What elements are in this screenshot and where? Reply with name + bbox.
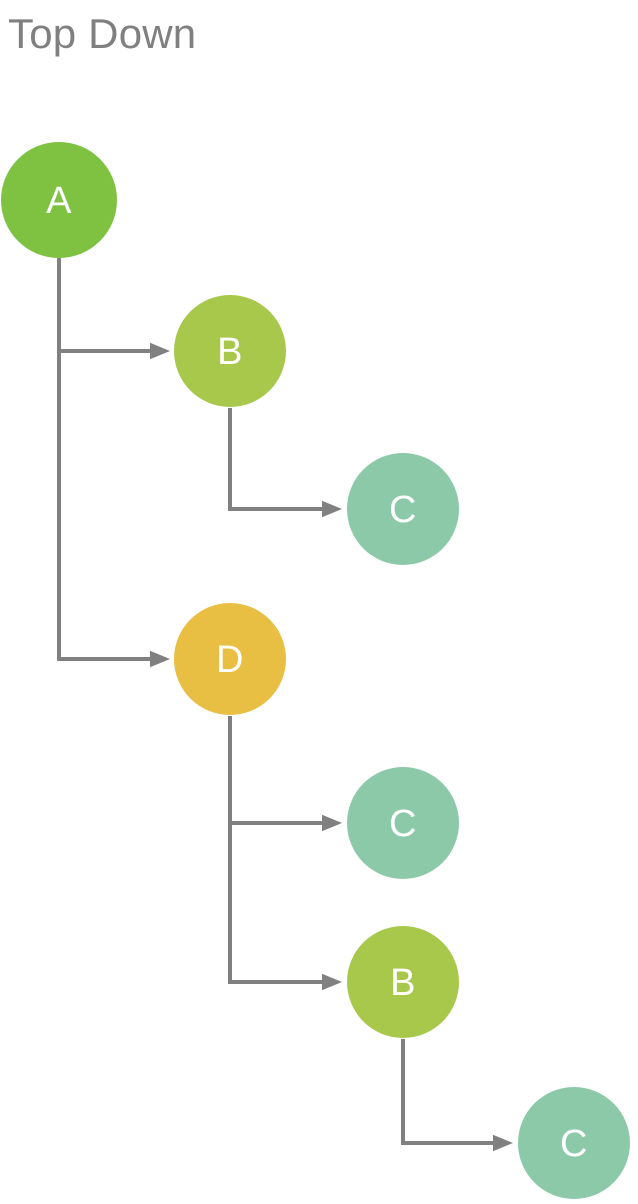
node-circle[interactable]	[347, 453, 459, 565]
node-circle[interactable]	[174, 603, 286, 715]
node-label: A	[46, 180, 72, 222]
arrow-head-icon	[150, 650, 170, 668]
node-b2[interactable]: B	[347, 926, 459, 1038]
node-label: B	[390, 962, 416, 1004]
edge-line	[228, 716, 322, 825]
node-circle[interactable]	[347, 926, 459, 1038]
node-b1[interactable]: B	[174, 295, 286, 407]
arrow-head-icon	[322, 500, 342, 518]
page-title: Top Down	[8, 10, 196, 57]
edge-layer	[57, 258, 513, 1152]
node-label: C	[389, 489, 417, 531]
node-c1[interactable]: C	[347, 453, 459, 565]
node-circle[interactable]	[174, 295, 286, 407]
edge-a-b1	[57, 258, 170, 360]
arrow-head-icon	[322, 814, 342, 832]
node-label: B	[217, 331, 243, 373]
node-label: C	[389, 803, 417, 845]
edge-b1-c1	[228, 408, 342, 518]
node-circle[interactable]	[518, 1087, 630, 1199]
edge-d1-c2	[228, 716, 342, 832]
node-label: C	[560, 1123, 588, 1165]
edge-line	[57, 258, 150, 353]
arrow-head-icon	[322, 973, 342, 991]
arrow-head-icon	[150, 342, 170, 360]
edge-b2-c3	[401, 1039, 513, 1152]
arrow-head-icon	[493, 1134, 513, 1152]
node-c2[interactable]: C	[347, 767, 459, 879]
edge-line	[228, 716, 322, 984]
node-c3[interactable]: C	[518, 1087, 630, 1199]
node-layer: A B C D C B C	[1, 142, 630, 1199]
node-label: D	[216, 639, 244, 681]
node-a[interactable]: A	[1, 142, 117, 258]
edge-line	[401, 1039, 493, 1145]
node-circle[interactable]	[347, 767, 459, 879]
edge-a-d1	[57, 258, 170, 668]
edge-line	[57, 258, 150, 661]
edge-d1-b2	[228, 716, 342, 991]
node-d1[interactable]: D	[174, 603, 286, 715]
node-circle[interactable]	[1, 142, 117, 258]
edge-line	[228, 408, 322, 511]
